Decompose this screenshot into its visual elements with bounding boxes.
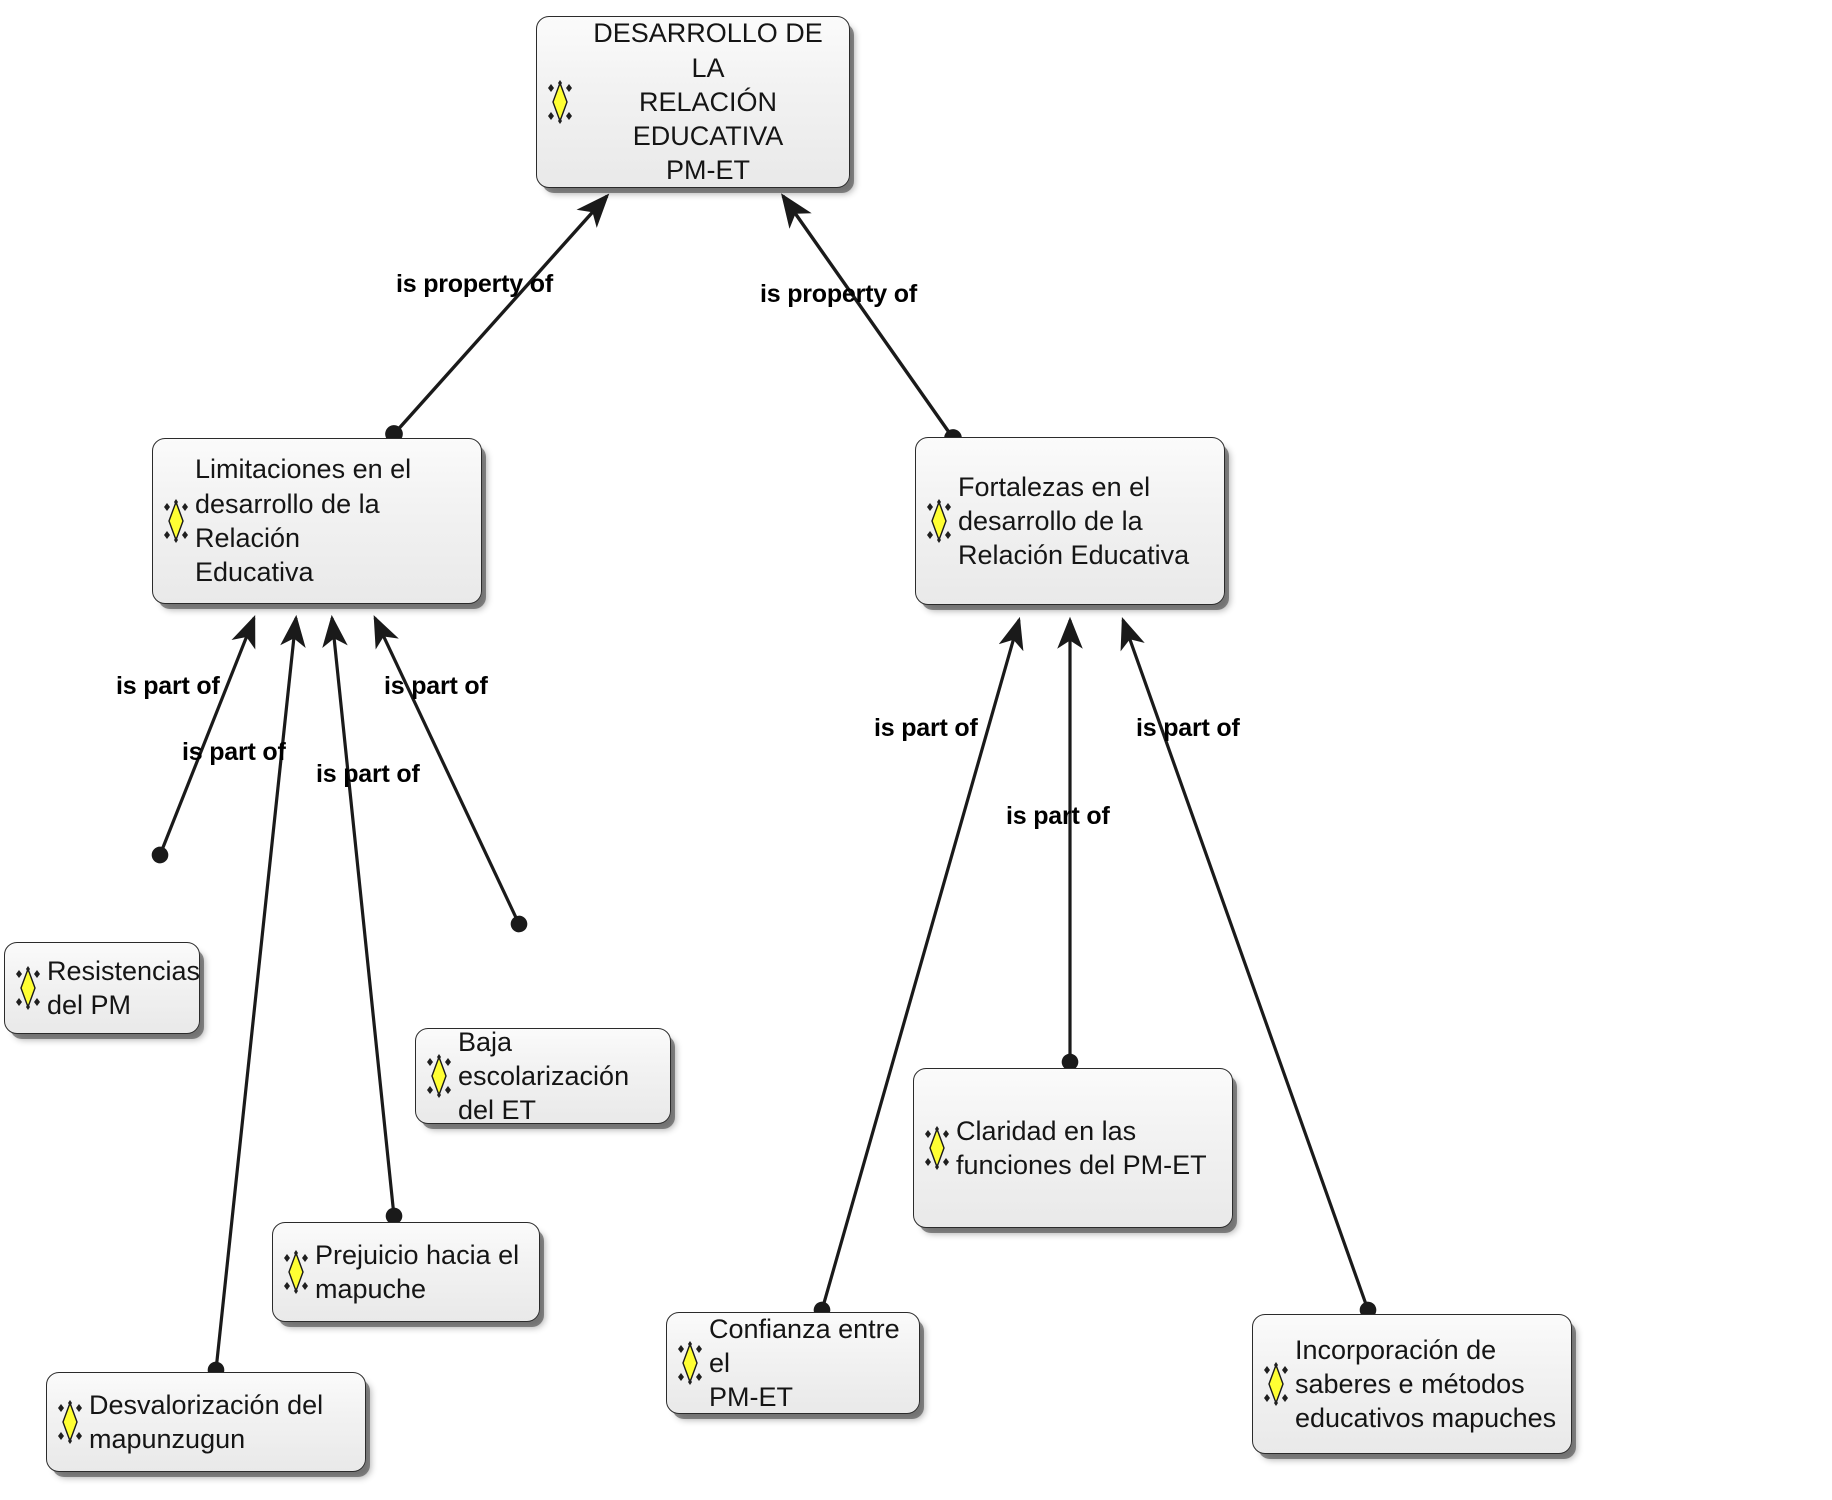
- edge-label-is-part-of-r1: is part of: [874, 714, 978, 742]
- node-desvalorizacion-del-mapunzugun[interactable]: Desvalorización del mapunzugun: [46, 1372, 366, 1472]
- edge-label-is-part-of-r2: is part of: [1006, 802, 1110, 830]
- node-prejuicio-hacia-el-mapuche[interactable]: Prejuicio hacia el mapuche: [272, 1222, 540, 1322]
- mapuche-diamond-icon: [161, 498, 191, 544]
- edge-label-is-part-of-l2: is part of: [182, 738, 286, 766]
- mapuche-diamond-icon: [424, 1053, 454, 1099]
- node-confianza-entre-el-pm-et[interactable]: Confianza entre el PM-ET: [666, 1312, 920, 1414]
- node-fortalezas[interactable]: Fortalezas en el desarrollo de la Relaci…: [915, 437, 1225, 605]
- edge-prejuicio-to-limitaciones: [322, 614, 403, 1225]
- node-label: Prejuicio hacia el mapuche: [315, 1239, 520, 1304]
- edge-label-is-property-of-left: is property of: [396, 270, 553, 298]
- edge-label-is-part-of-l1: is part of: [116, 672, 220, 700]
- node-claridad-funciones-pm-et[interactable]: Claridad en las funciones del PM-ET: [913, 1068, 1233, 1228]
- edge-resistencias-to-limitaciones: [151, 615, 256, 864]
- mapuche-diamond-icon: [13, 965, 43, 1011]
- node-incorporacion-saberes-metodos[interactable]: Incorporación de saberes e métodos educa…: [1252, 1314, 1572, 1454]
- node-label: Incorporación de saberes e métodos educa…: [1295, 1334, 1557, 1434]
- node-limitaciones[interactable]: Limitaciones en el desarrollo de la Rela…: [152, 438, 482, 604]
- node-desarrollo-relacion-educativa[interactable]: DESARROLLO DE LA RELACIÓN EDUCATIVA PM-E…: [536, 16, 850, 188]
- node-label: Confianza entre el PM-ET: [709, 1313, 900, 1413]
- node-label: Fortalezas en el desarrollo de la Relaci…: [958, 471, 1190, 571]
- node-label: Resistencias del PM: [47, 955, 201, 1020]
- edge-label-is-part-of-l4: is part of: [384, 672, 488, 700]
- edge-label-is-part-of-r3: is part of: [1136, 714, 1240, 742]
- mapuche-diamond-icon: [281, 1249, 311, 1295]
- edge-label-is-property-of-right: is property of: [760, 280, 917, 308]
- mapuche-diamond-icon: [922, 1125, 952, 1171]
- mapuche-diamond-icon: [1261, 1361, 1291, 1407]
- node-label: Claridad en las funciones del PM-ET: [956, 1115, 1207, 1180]
- edge-fortalezas-to-root: [781, 193, 962, 447]
- node-resistencias-del-pm[interactable]: Resistencias del PM: [4, 942, 200, 1034]
- mapuche-diamond-icon: [545, 79, 575, 125]
- edge-label-is-part-of-l3: is part of: [316, 760, 420, 788]
- mapuche-diamond-icon: [675, 1340, 705, 1386]
- node-baja-escolarizacion-del-et[interactable]: Baja escolarización del ET: [415, 1027, 671, 1125]
- edge-limitaciones-to-root: [385, 193, 610, 443]
- mapuche-diamond-icon: [924, 498, 954, 544]
- node-label: Baja escolarización del ET: [458, 1026, 630, 1126]
- node-label: Limitaciones en el desarrollo de la Rela…: [195, 454, 412, 588]
- mapuche-diamond-icon: [55, 1399, 85, 1445]
- node-label: Desvalorización del mapunzugun: [89, 1389, 324, 1454]
- node-label: DESARROLLO DE LA RELACIÓN EDUCATIVA PM-E…: [593, 18, 823, 186]
